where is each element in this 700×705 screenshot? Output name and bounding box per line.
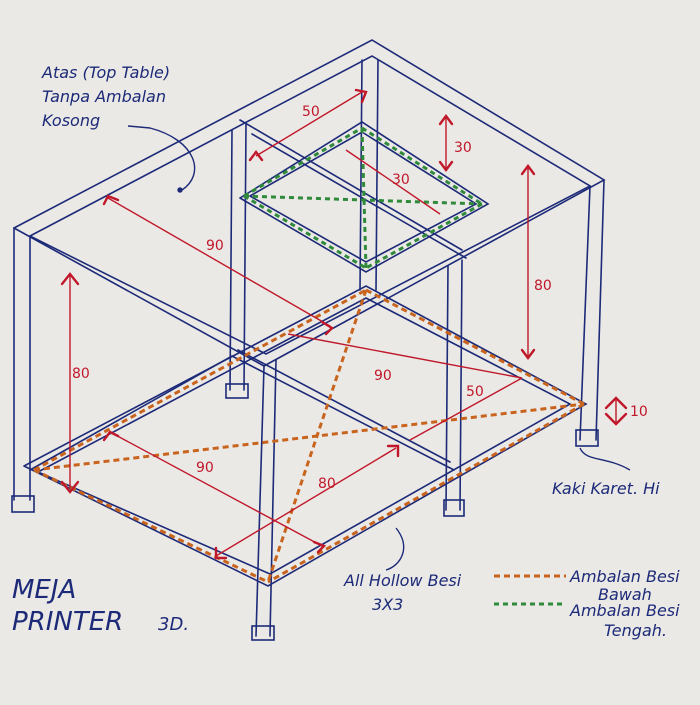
top-middle-rail-inner	[251, 133, 467, 259]
tick-foot-bottom	[604, 412, 628, 426]
label-bottom-inner-width: 90	[374, 368, 392, 384]
tick-height-right-top	[520, 164, 536, 176]
upper-shelf-box	[239, 121, 490, 273]
top-note-line3: Kosong	[42, 111, 100, 130]
tick-bottom-depth-start	[214, 546, 228, 560]
middle-shelf-edge-right	[361, 126, 483, 206]
top-note-line2: Tanpa Ambalan	[42, 87, 166, 106]
bottom-frame-inner	[37, 297, 572, 575]
label-bottom-width: 90	[196, 460, 214, 476]
bottom-divider	[29, 355, 455, 471]
top-note-line1: Atas (Top Table)	[41, 63, 170, 82]
tick-foot-top	[604, 396, 628, 410]
leg-back-center	[359, 59, 363, 291]
leg-back-right	[579, 185, 591, 441]
foot-front-left	[11, 495, 35, 513]
title-block: MEJA PRINTER 3D.	[12, 575, 189, 637]
tick-shelf-depth-bottom	[438, 160, 454, 172]
dimension-lines	[69, 91, 617, 557]
leader-top-note	[127, 125, 196, 191]
top-middle-rail	[239, 119, 463, 251]
legend-middle-line2: Tengah.	[604, 621, 667, 640]
tick-shelf-end	[354, 88, 368, 104]
foot-back-right	[575, 429, 599, 447]
legend-bottom-line2: Bawah	[598, 585, 652, 604]
bottom-shelf-edge-right	[365, 288, 585, 406]
dimension-labels: 90 50 30 30 80 80 90 80 90 50 10	[72, 104, 648, 492]
foot-front-right	[443, 499, 465, 517]
label-shelf-depth-inner: 30	[392, 172, 410, 188]
dim-line-top-width	[107, 197, 331, 327]
dimension-ticks	[60, 88, 628, 560]
title-line1: MEJA	[12, 575, 76, 605]
dim-line-bottom-width	[109, 431, 323, 547]
bottom-shelf-diagonal-1	[33, 402, 585, 472]
tick-bottom-width-end	[312, 540, 327, 554]
dim-line-bottom-depth	[215, 447, 397, 557]
legend-middle-line1: Ambalan Besi	[569, 601, 680, 620]
bottom-shelf-edge-front	[267, 402, 585, 584]
middle-shelf-diagonal-1	[243, 194, 483, 206]
leg-front-center-b	[269, 359, 277, 637]
dim-line-shelf-width	[255, 91, 363, 157]
tick-height-left-top	[60, 272, 80, 286]
tick-bottom-depth-end	[386, 444, 400, 458]
label-shelf-width: 50	[302, 104, 320, 120]
bottom-shelf-diagonal-2	[266, 289, 368, 583]
tick-top-width-end	[320, 320, 334, 336]
tick-shelf-depth-top	[438, 114, 454, 126]
label-top-width: 90	[206, 238, 224, 254]
label-height-left: 80	[72, 366, 90, 382]
label-shelf-depth: 30	[454, 140, 472, 156]
middle-shelf-edge-back	[243, 126, 363, 198]
middle-shelf-edge-front	[365, 202, 483, 270]
middle-shelf-edge-left	[243, 194, 367, 270]
tick-bottom-width-start	[102, 430, 120, 442]
bottom-divider-inner	[237, 349, 451, 463]
label-foot-height: 10	[630, 404, 648, 420]
foot-front-center	[251, 625, 275, 641]
leg-front-right	[445, 265, 449, 511]
legend	[494, 574, 566, 606]
leg-back-left-b	[243, 123, 247, 391]
top-rim-outer	[13, 39, 606, 367]
leader-material	[385, 527, 405, 571]
annotations: Atas (Top Table) Tanpa Ambalan Kosong Al…	[41, 63, 680, 640]
label-bottom-depth: 80	[318, 476, 336, 492]
leader-dot	[177, 187, 183, 193]
legend-bottom-line1: Ambalan Besi	[569, 567, 680, 586]
dim-line-shelf-depth-inner	[345, 149, 441, 215]
tick-shelf-start	[248, 150, 264, 162]
title-line2: PRINTER	[12, 607, 123, 637]
leg-back-center-b	[375, 59, 379, 291]
leg-front-right-b	[459, 259, 463, 511]
leader-feet	[579, 447, 631, 471]
tick-top-width-start	[102, 194, 120, 206]
label-bottom-inner-depth: 50	[466, 384, 484, 400]
bottom-frame	[23, 285, 588, 587]
feet-note: Kaki Karet. Hi	[552, 479, 660, 498]
leg-back-left	[229, 129, 233, 391]
material-line2: 3X3	[372, 595, 403, 614]
upper-shelf-box-inner	[249, 131, 478, 263]
tick-height-right-bottom	[520, 348, 536, 360]
leader-lines	[127, 125, 631, 571]
table-frame	[11, 39, 606, 641]
leg-front-center	[255, 365, 265, 637]
bottom-shelf-edge-back	[33, 288, 367, 472]
middle-shelf-lines	[243, 126, 483, 270]
tick-height-left-bottom	[60, 480, 80, 494]
foot-back-left	[225, 383, 249, 399]
title-suffix: 3D.	[158, 614, 189, 635]
material-line1: All Hollow Besi	[343, 571, 462, 590]
label-height-right: 80	[534, 278, 552, 294]
dim-line-bottom-inner-depth	[409, 377, 523, 441]
dim-line-bottom-inner-width	[287, 333, 523, 379]
leg-back-right-b	[595, 179, 605, 441]
top-rim-front-left	[13, 227, 265, 367]
